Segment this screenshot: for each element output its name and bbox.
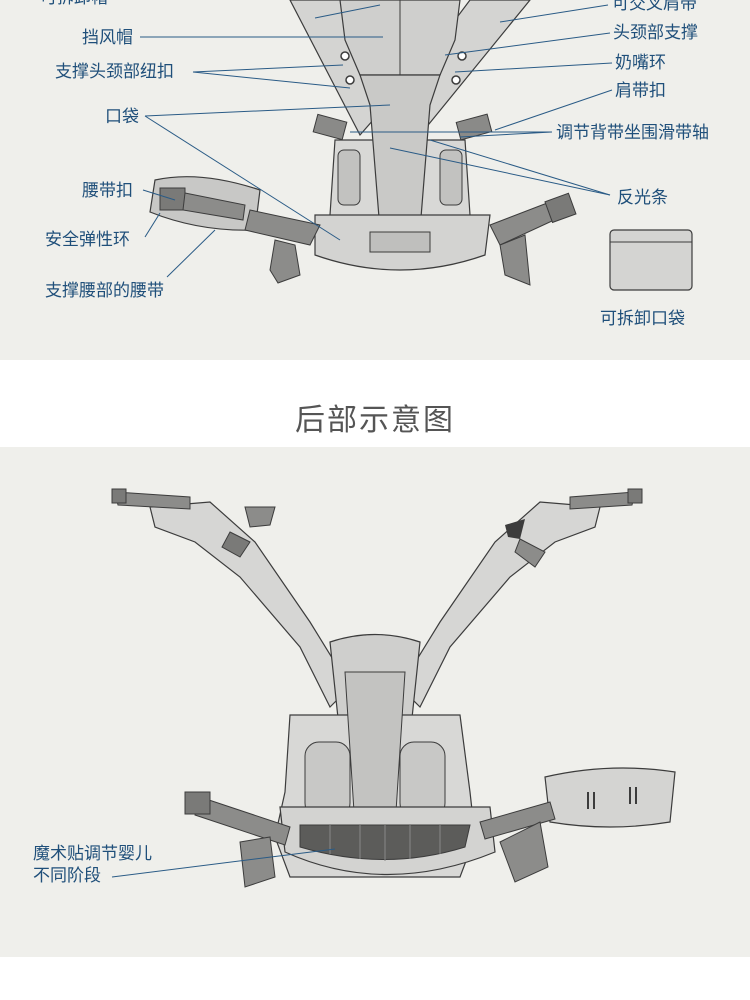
- left-head-button: [340, 51, 350, 61]
- label-waist-buckle: 腰带扣: [82, 181, 133, 201]
- label-head-buttons: 支撑头颈部纽扣: [55, 62, 174, 82]
- section-title: 后部示意图: [295, 403, 455, 438]
- label-velcro-line1: 魔术贴调节婴儿: [33, 844, 152, 864]
- label-detachable-pocket: 可拆卸口袋: [600, 309, 685, 329]
- right-head-button: [457, 51, 467, 61]
- front-carrier-illustration: [140, 0, 693, 291]
- back-right-waist-pad: [544, 767, 676, 828]
- front-diagram-panel: 可拆卸帽 可交叉肩带 挡风帽 头颈部支撑 支撑头颈部纽扣 奶嘴环 肩带扣 口袋 …: [0, 0, 750, 360]
- left-slider-buckle: [312, 113, 348, 141]
- back-carrier-illustration: [111, 488, 676, 888]
- label-pacifier-ring: 奶嘴环: [615, 53, 666, 73]
- label-shoulder-buckle: 肩带扣: [615, 81, 666, 101]
- back-left-shoulder-strap: [149, 501, 351, 709]
- label-back-strap-slider: 调节背带坐围滑带轴: [556, 123, 709, 143]
- label-wind-hat: 挡风帽: [82, 28, 133, 48]
- label-velcro-line2: 不同阶段: [33, 866, 101, 886]
- detachable-pocket-shape: [609, 229, 693, 291]
- label-reflective-strip: 反光条: [617, 188, 668, 208]
- back-diagram-panel: 魔术贴调节婴儿 不同阶段: [0, 447, 750, 957]
- label-waist-belt: 支撑腰部的腰带: [45, 281, 164, 301]
- label-pocket: 口袋: [105, 107, 139, 127]
- section-title-band: [0, 360, 750, 447]
- back-right-shoulder-strap: [399, 501, 601, 709]
- label-detachable-hood: 可拆卸帽: [40, 0, 108, 8]
- label-elastic-ring: 安全弹性环: [45, 230, 130, 250]
- label-cross-strap: 可交叉肩带: [612, 0, 697, 14]
- label-head-support: 头颈部支撑: [613, 23, 698, 43]
